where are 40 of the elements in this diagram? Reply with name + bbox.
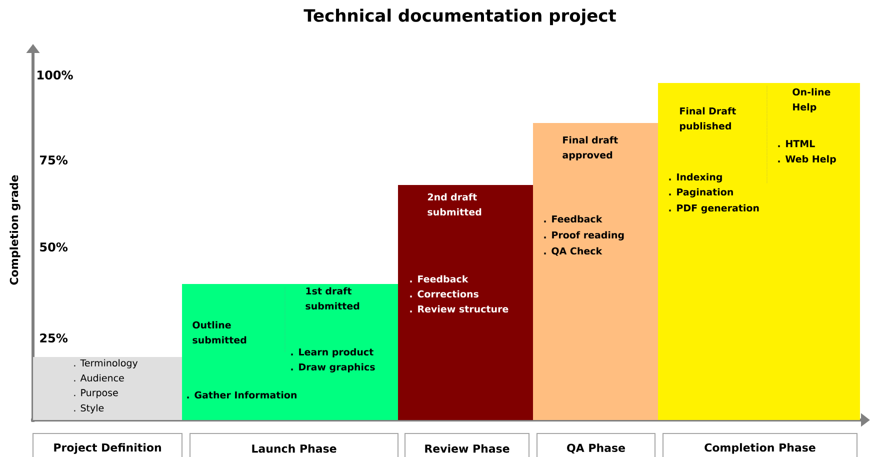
phase-box: Completion Phase	[662, 432, 858, 457]
phase-box: Project Definition	[32, 432, 182, 457]
bullet-item: . Learn product	[291, 348, 374, 358]
bullet-item: . Proof reading	[544, 231, 624, 240]
bullet-item: . Web Help	[778, 155, 836, 164]
bullet-item: . Indexing	[669, 173, 722, 182]
milestone-label: Final Draft published	[680, 107, 736, 132]
milestone-label: 2nd draft submitted	[428, 193, 482, 216]
stage-block	[182, 284, 398, 420]
bullet-item: . HTML	[778, 140, 815, 148]
tick-label: 100%	[38, 70, 73, 80]
milestone-label: On-line Help	[792, 88, 830, 112]
bullet-item: . QA Check	[544, 247, 602, 256]
bullet-item: . Pagination	[669, 188, 733, 198]
phase-box: Launch Phase	[190, 432, 398, 457]
bullet-item: . Feedback	[410, 275, 468, 283]
bullet-item: . Corrections	[410, 290, 478, 298]
title: Technical documentation project	[304, 8, 616, 26]
milestone-label: Outline submitted	[192, 321, 246, 344]
tick-label: 50%	[40, 242, 68, 252]
stage-block	[33, 357, 182, 420]
stage-block	[398, 184, 533, 420]
axis-title: Completion grade	[10, 175, 20, 285]
bullet-item: . Style	[74, 404, 104, 414]
bullet-item: . Audience	[74, 374, 124, 382]
bullet-item: . PDF generation	[669, 204, 759, 214]
bullet-item: . Terminology	[74, 359, 138, 368]
milestone-label: Final draft approved	[562, 136, 618, 160]
bullet-item: . Gather Information	[187, 391, 296, 399]
phase-box: Review Phase	[404, 432, 530, 457]
milestone-label: 1st draft submitted	[306, 287, 360, 310]
stage-block	[533, 123, 658, 420]
bullet-item: . Feedback	[544, 215, 602, 223]
bullet-item: . Purpose	[74, 389, 118, 398]
bullet-item: . Draw graphics	[291, 363, 375, 372]
bullet-item: . Review structure	[410, 305, 508, 313]
stage-block	[658, 83, 860, 420]
tick-label: 75%	[40, 155, 68, 165]
phase-box: QA Phase	[536, 432, 656, 457]
tick-label: 25%	[40, 333, 68, 343]
